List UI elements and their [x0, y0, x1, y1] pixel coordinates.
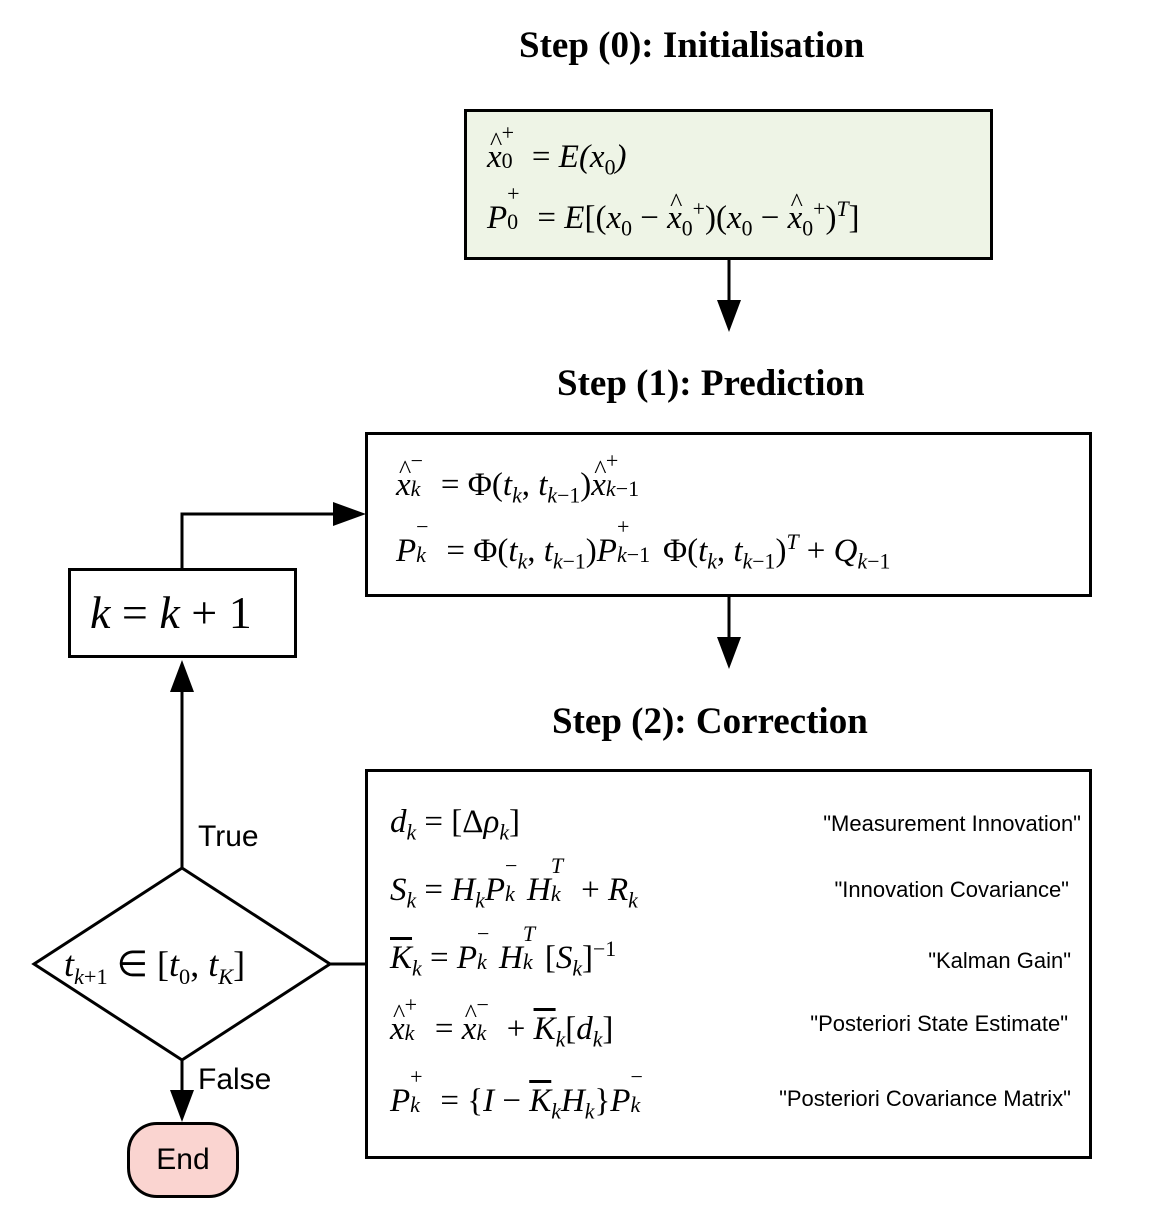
step-2-title: Step (2): Correction [552, 701, 868, 742]
false-label: False [198, 1063, 272, 1096]
prediction-equation-1: x−k = Φ(tk, tk−1)x+k−1 [396, 450, 652, 507]
correction-desc-innovation: "Measurement Innovation" [823, 811, 1081, 836]
step-1-title: Step (1): Prediction [557, 363, 865, 404]
init-equation-2: P+0 = E[(x0 − x0+)(x0 − x0+)T] [487, 183, 860, 240]
decision-diamond [31, 866, 333, 1062]
correction-equation-innovation: dk = [Δρk] [390, 804, 521, 845]
correction-desc-state: "Posteriori State Estimate" [810, 1011, 1068, 1036]
correction-box [365, 769, 1092, 1159]
end-terminal: End [127, 1122, 239, 1198]
correction-desc-covmatrix: "Posteriori Covariance Matrix" [779, 1086, 1071, 1111]
true-label: True [198, 820, 259, 853]
increment-box [68, 568, 297, 658]
decision-condition: tk+1 ∈ [t0, tK] [64, 944, 246, 990]
prediction-box [365, 432, 1092, 597]
arrow-increment-to-prediction [180, 512, 335, 569]
correction-desc-gain: "Kalman Gain" [928, 948, 1071, 973]
init-equation-1: x+0 = E(x0) [487, 122, 626, 179]
increment-text: k = k + 1 [90, 587, 252, 638]
correction-equation-covmatrix: P+k = {I − KkHk}P−k [390, 1064, 643, 1124]
step-0-title: Step (0): Initialisation [519, 25, 865, 66]
init-box [464, 109, 993, 260]
correction-equation-state: x+k = x−k + Kk[dk] [390, 994, 613, 1051]
correction-desc-covariance: "Innovation Covariance" [834, 877, 1069, 902]
